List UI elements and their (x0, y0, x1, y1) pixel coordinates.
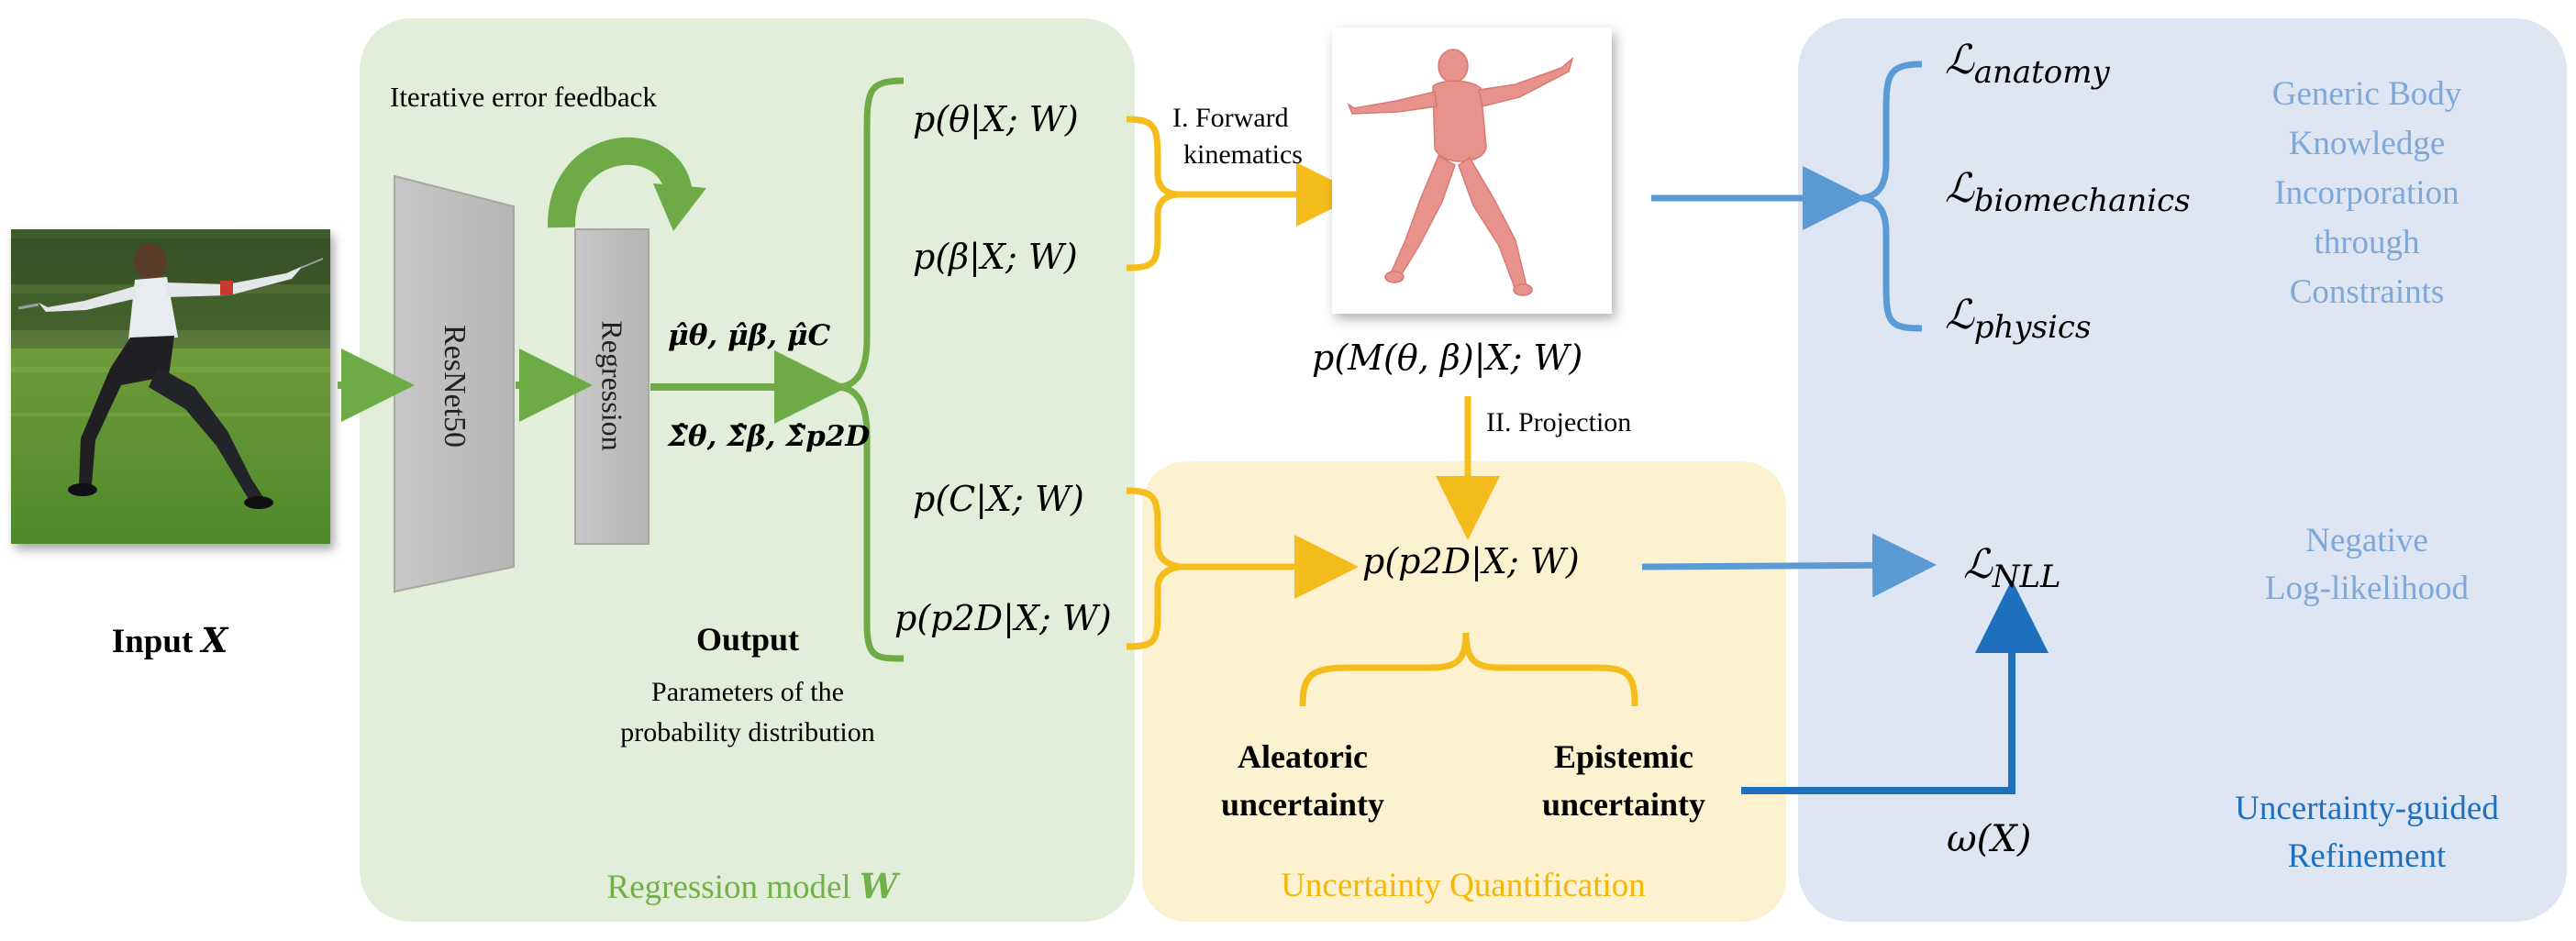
loss-biomechanics-sub: biomechanics (1973, 182, 2191, 219)
feedback-label: Iterative error feedback (390, 81, 657, 113)
epistemic-label-2: uncertainty (1542, 786, 1705, 823)
epistemic-to-nll-arrow (1741, 580, 2049, 794)
body-mesh-render (1332, 28, 1612, 314)
loss-anatomy-sub: anatomy (1973, 53, 2110, 91)
feedback-arrow (547, 137, 693, 228)
knowledge-panel (1798, 18, 2567, 922)
output-desc-line1: Parameters of the (651, 677, 844, 707)
uncertainty-panel-title: Uncertainty Quantification (1281, 867, 1646, 904)
generic-line-2: Knowledge (2288, 125, 2446, 162)
epistemic-label-1: Epistemic (1554, 738, 1693, 775)
loss-nll-sub: NLL (1992, 558, 2061, 595)
input-image (11, 229, 330, 544)
fencer-photo (11, 229, 330, 544)
forward-kinematics-label-2: kinematics (1183, 139, 1303, 170)
uncertainty-brace (1299, 632, 1638, 707)
output-brace (836, 77, 905, 662)
dist-proj: p(p2D|X; W) (1362, 541, 1580, 581)
body-mesh-figure (1347, 49, 1574, 296)
refine-line-2: Refinement (2287, 837, 2447, 875)
aleatoric-label-1: Aleatoric (1238, 738, 1368, 775)
dist-theta: p(θ|X; W) (913, 99, 1079, 139)
dist-p2d: p(p2D|X; W) (894, 598, 1112, 638)
generic-knowledge-label: Generic Body Knowledge Incorporation thr… (2183, 70, 2550, 317)
input-var: X (201, 620, 228, 660)
mu-params: μ̂θ, μ̂β, μ̂C (668, 319, 831, 352)
projection-label: II. Projection (1486, 407, 1632, 437)
proj-input-brace (1126, 487, 1181, 650)
generic-line-4: through (2314, 224, 2420, 261)
nll-label: Negative Log-likelihood (2183, 517, 2550, 613)
sigma-params: Σ̂θ, Σ̂β, Σ̂p2D (668, 420, 871, 453)
regression-panel-title-text: Regression model (606, 869, 860, 906)
generic-line-1: Generic Body (2271, 75, 2462, 113)
forward-kinematics-label-1: I. Forward (1172, 103, 1289, 133)
loss-biomechanics: ℒbiomechanics (1945, 165, 2191, 219)
output-desc-line2: probability distribution (620, 717, 875, 747)
resnet50-block (394, 174, 515, 593)
dist-camera: p(C|X; W) (913, 479, 1084, 519)
calligraphic-l-nll: ℒ (1963, 541, 1993, 588)
nll-line-1: Negative (2305, 522, 2428, 559)
resnet50-label: ResNet50 (438, 324, 472, 448)
regression-label: Regression (595, 320, 629, 451)
refine-line-1: Uncertainty-guided (2235, 790, 2499, 827)
nll-line-2: Log-likelihood (2265, 570, 2469, 607)
weight-omega: ω(X) (1947, 818, 2032, 860)
calligraphic-l-physics: ℒ (1945, 292, 1974, 338)
refinement-label: Uncertainty-guided Refinement (2183, 785, 2550, 880)
regression-panel-title: Regression model W (514, 866, 991, 907)
regression-panel-title-var: W (859, 866, 898, 906)
input-label-text: Input (111, 623, 202, 660)
proj-to-nll-arrow (1641, 533, 1937, 598)
dist-beta: p(β|X; W) (913, 237, 1078, 277)
generic-line-5: Constraints (2289, 273, 2445, 311)
output-title: Output (695, 621, 800, 658)
input-label: Input X (55, 620, 284, 661)
loss-physics-sub: physics (1973, 308, 2092, 346)
calligraphic-l-anatomy: ℒ (1945, 37, 1974, 83)
fk-brace (1126, 116, 1181, 271)
loss-nll: ℒNLL (1963, 541, 2061, 595)
calligraphic-l-biomechanics: ℒ (1945, 165, 1974, 212)
aleatoric-label-2: uncertainty (1221, 786, 1384, 823)
constraints-brace (1861, 61, 1923, 332)
loss-anatomy: ℒanatomy (1945, 37, 2110, 91)
dist-mesh: p(M(θ, β)|X; W) (1312, 338, 1583, 378)
loss-physics: ℒphysics (1945, 292, 2091, 346)
generic-line-3: Incorporation (2274, 174, 2459, 212)
